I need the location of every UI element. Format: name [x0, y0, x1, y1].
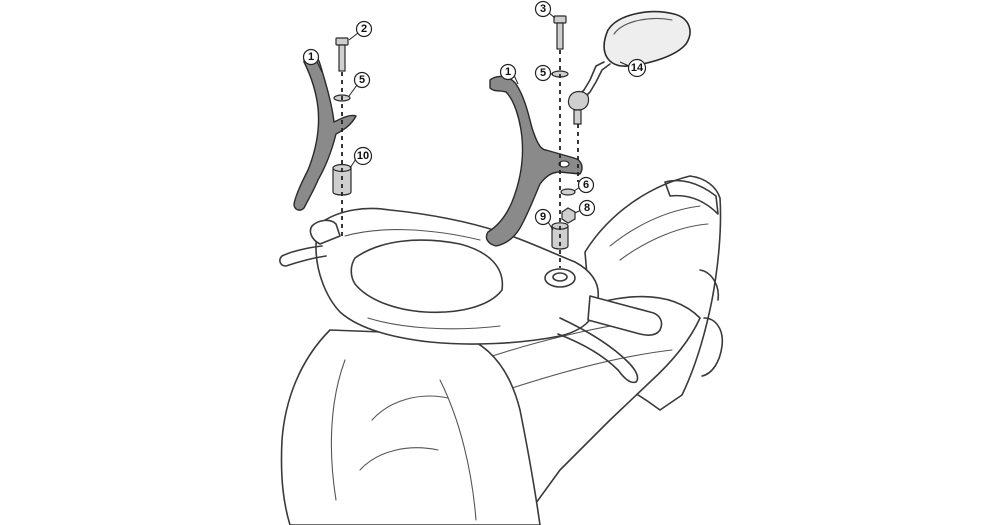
- mirror-assembly: [567, 10, 691, 182]
- bolt-icon: [335, 37, 349, 46]
- mirror-head-rim: [613, 17, 673, 35]
- callout-label: 1: [308, 51, 314, 63]
- left-bracket-assembly: [293, 37, 357, 236]
- bolt-icon: [553, 15, 567, 24]
- scooter-seat-contour: [609, 205, 709, 261]
- callout-label: 10: [357, 150, 369, 162]
- callout-14: [627, 58, 647, 78]
- bolt-shaft: [556, 22, 564, 50]
- mirror-threaded-shank: [573, 109, 582, 125]
- callout-label: 9: [540, 211, 546, 223]
- washer-icon: [560, 188, 576, 196]
- left-mounting-bracket: [293, 53, 357, 211]
- callout-3: [534, 0, 552, 18]
- callout-label: 1: [505, 66, 511, 78]
- callout-label: 2: [361, 23, 367, 35]
- callout-leader: [619, 61, 630, 67]
- nut-icon: [561, 207, 576, 224]
- scooter-left-grip: [309, 219, 341, 245]
- scooter-rear-shock: [701, 317, 724, 377]
- callout-8: [578, 199, 596, 217]
- scooter-apron-contour: [330, 359, 477, 521]
- callout-1-left: [302, 48, 320, 66]
- mirror-stem: [583, 63, 611, 99]
- callout-label: 3: [540, 3, 546, 15]
- right-bracket-slot: [558, 160, 570, 168]
- scooter-rear-wheel-hint: [699, 269, 720, 301]
- bolt-shaft: [338, 44, 346, 72]
- callout-label: 8: [584, 202, 590, 214]
- scooter-tail-light: [664, 179, 719, 215]
- scooter-left-lever: [279, 245, 327, 267]
- mirror-icon: [603, 10, 691, 67]
- scooter-mirror-boss-hole: [552, 272, 568, 282]
- callout-1-right: [499, 63, 517, 81]
- callout-leader: [316, 61, 323, 73]
- callout-5-right: [534, 64, 552, 82]
- right-mounting-bracket: [485, 75, 583, 247]
- scooter-cowl-crease: [344, 229, 501, 330]
- scooter-body: [279, 175, 724, 525]
- scooter-right-handlebar: [587, 295, 663, 336]
- callout-leader: [547, 221, 554, 231]
- callout-leader: [348, 84, 358, 97]
- callout-leader: [349, 158, 357, 169]
- callout-10: [353, 146, 373, 166]
- scooter-front-apron: [280, 329, 541, 525]
- callout-9: [534, 208, 552, 226]
- scooter-headlight: [350, 239, 504, 314]
- callout-leader: [348, 32, 359, 41]
- scooter-right-lever: [557, 317, 639, 384]
- callout-label: 14: [631, 62, 644, 74]
- scooter-handlebar-cover: [315, 207, 600, 345]
- mirror-joint: [567, 90, 590, 111]
- callout-label: 6: [583, 179, 589, 191]
- callout-5-left: [353, 71, 371, 89]
- callout-leader: [548, 12, 556, 19]
- callout-6: [577, 176, 595, 194]
- right-bracket-assembly: [485, 15, 583, 268]
- callout-label: 5: [359, 74, 365, 86]
- scooter-mirror-boss: [544, 268, 576, 288]
- spacer-icon: [332, 167, 352, 196]
- callouts: 1 1 2 3 5 5 6 8 9 10: [302, 0, 647, 231]
- callout-label: 5: [540, 67, 546, 79]
- callout-2: [355, 20, 373, 38]
